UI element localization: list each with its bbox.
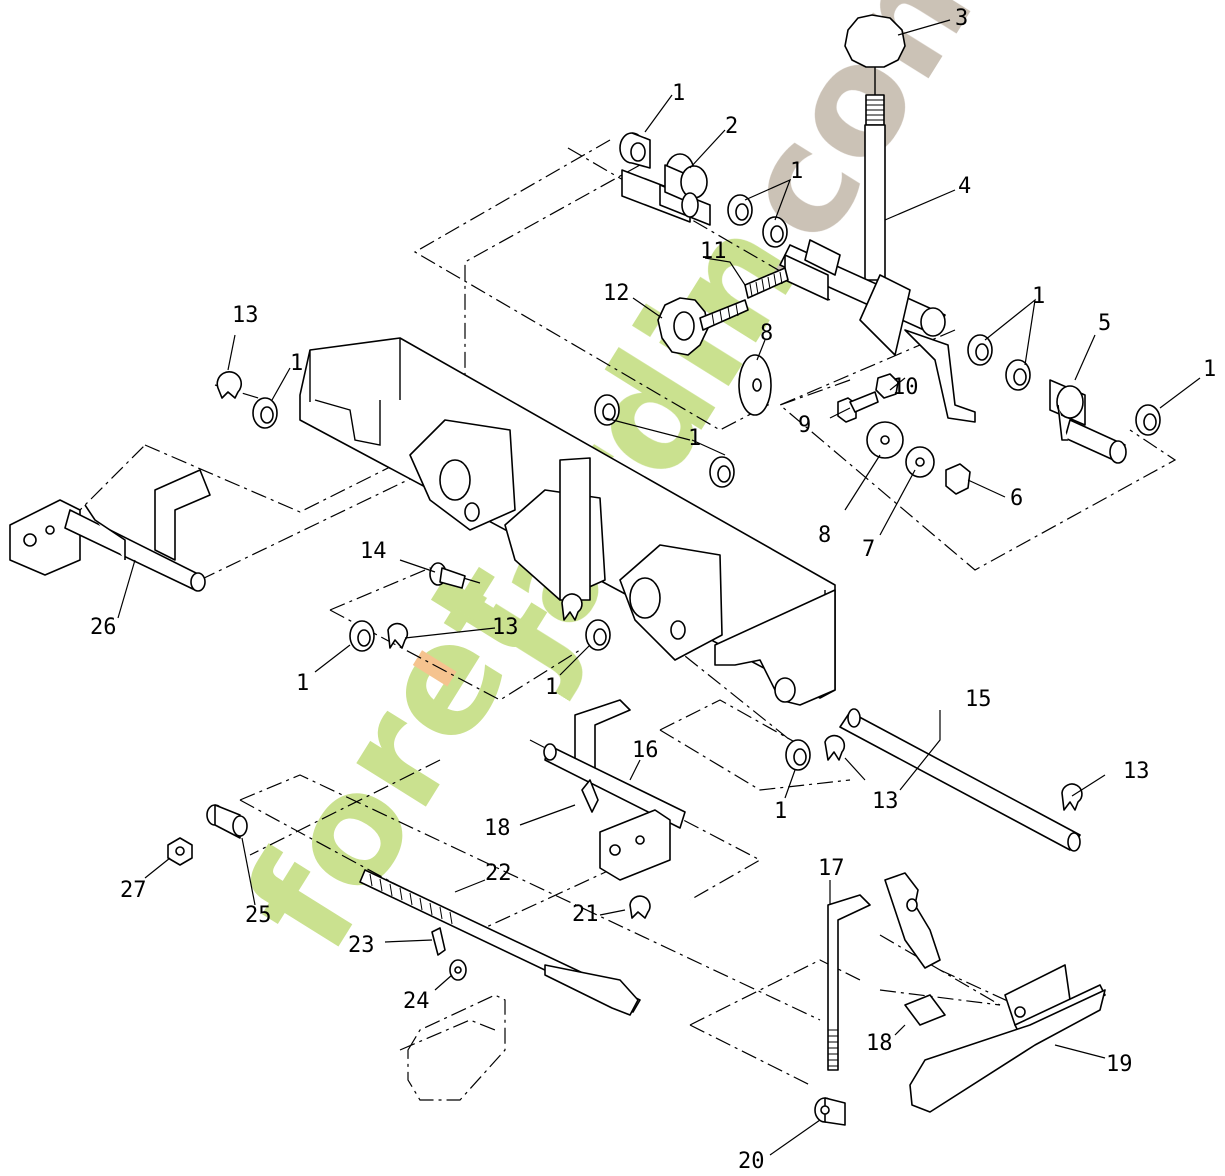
pedal-part-19 xyxy=(909,964,1106,1113)
callout-20: 20 xyxy=(738,1149,765,1174)
callout-13: 13 xyxy=(232,303,259,328)
callout-1: 1 xyxy=(296,671,309,696)
callout-27: 27 xyxy=(120,878,147,903)
rod-part-17 xyxy=(827,894,871,1071)
cotter-pin-part-23 xyxy=(431,927,446,956)
callout-9: 9 xyxy=(798,413,811,438)
callout-26: 26 xyxy=(90,615,117,640)
callout-5: 5 xyxy=(1098,311,1111,336)
callout-25: 25 xyxy=(245,903,272,928)
callout-13: 13 xyxy=(1123,759,1150,784)
callout-6: 6 xyxy=(1010,486,1023,511)
callout-10: 10 xyxy=(892,375,919,400)
swivel-part-20 xyxy=(814,1097,846,1126)
spring-part-11 xyxy=(744,267,789,299)
callout-12: 12 xyxy=(603,281,630,306)
callout-8: 8 xyxy=(760,321,773,346)
callout-1: 1 xyxy=(290,351,303,376)
ferrule-part-25 xyxy=(206,804,248,839)
lever-rod-part-4 xyxy=(864,124,886,281)
assembly-lines xyxy=(49,139,1177,1086)
callout-8: 8 xyxy=(818,523,831,548)
lever-part-16 xyxy=(543,699,686,881)
callout-11: 11 xyxy=(700,239,727,264)
lever-part-26 xyxy=(9,469,211,592)
bushing-part-2 xyxy=(621,153,711,226)
callout-13: 13 xyxy=(492,615,519,640)
cotter-pin-part-18-right xyxy=(904,994,946,1026)
callout-1: 1 xyxy=(1032,284,1045,309)
callout-22: 22 xyxy=(485,861,512,886)
star-knob-part-12 xyxy=(657,297,749,356)
bolt-part-9 xyxy=(837,391,879,423)
callout-4: 4 xyxy=(958,174,971,199)
screw-part-14 xyxy=(429,562,466,589)
callout-1: 1 xyxy=(672,81,685,106)
main-bracket-assembly xyxy=(299,337,836,706)
callout-14: 14 xyxy=(360,539,387,564)
middle-hardware xyxy=(216,371,1083,811)
callout-1: 1 xyxy=(790,159,803,184)
callout-21: 21 xyxy=(572,902,599,927)
callout-16: 16 xyxy=(632,738,659,763)
callout-1: 1 xyxy=(1203,357,1216,382)
nut-part-6 xyxy=(945,463,971,495)
callout-2: 2 xyxy=(725,114,738,139)
callout-24: 24 xyxy=(403,989,430,1014)
latch-part xyxy=(884,872,941,969)
bracket-plate-c xyxy=(619,544,723,661)
callout-7: 7 xyxy=(862,537,875,562)
e-clip-part-13-right xyxy=(1061,783,1083,811)
nut-part-10 xyxy=(875,373,899,399)
bushing-part-1-top xyxy=(619,132,1161,436)
cotter-pin-part-18-left xyxy=(581,779,599,813)
callout-23: 23 xyxy=(348,933,375,958)
callout-17: 17 xyxy=(818,856,845,881)
callout-labels: 3 1 2 1 4 11 12 13 1 8 1 5 1 10 9 1 6 8 … xyxy=(90,6,1216,1174)
callout-18: 18 xyxy=(484,816,511,841)
e-clip-part-21 xyxy=(629,895,651,919)
callout-3: 3 xyxy=(955,6,968,31)
callout-13: 13 xyxy=(872,789,899,814)
callout-15: 15 xyxy=(965,687,992,712)
callout-19: 19 xyxy=(1106,1052,1133,1077)
e-clip-part-13-top xyxy=(216,371,243,399)
shaft-part-15 xyxy=(839,708,1081,852)
rod-part-22 xyxy=(359,869,641,1016)
callout-1: 1 xyxy=(688,426,701,451)
callout-1: 1 xyxy=(545,675,558,700)
callout-18: 18 xyxy=(866,1031,893,1056)
upper-shaft-assembly xyxy=(619,14,1161,495)
bushing-part-5 xyxy=(1049,379,1127,464)
leader-lines xyxy=(117,19,1201,1156)
e-clip-part-13-mid xyxy=(387,622,409,649)
callout-1: 1 xyxy=(774,799,787,824)
